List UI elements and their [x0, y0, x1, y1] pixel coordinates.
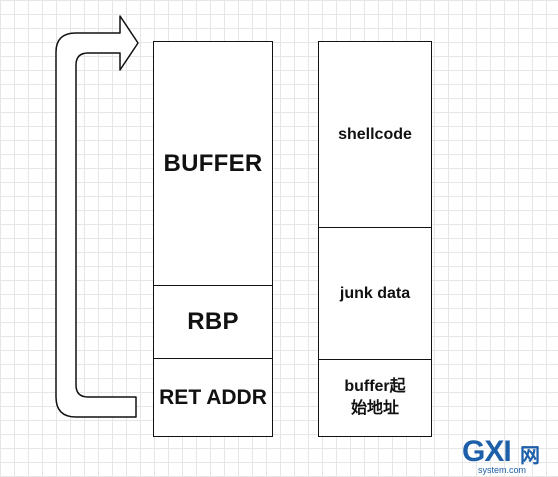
watermark-logo: GXI: [462, 435, 512, 468]
buffer-label: BUFFER: [163, 149, 263, 177]
buffer-address-cell: buffer起 始地址: [319, 359, 431, 436]
stack-frame-left: BUFFER RBP RET ADDR: [153, 41, 273, 437]
shellcode-label: shellcode: [338, 125, 412, 143]
site-watermark: GXI 网 system.com: [462, 435, 556, 476]
buffer-address-label-line1: buffer起: [344, 378, 406, 395]
shellcode-cell: shellcode: [319, 42, 431, 227]
rbp-label: RBP: [187, 308, 239, 335]
junk-data-label: junk data: [339, 284, 411, 302]
buffer-cell: BUFFER: [154, 42, 272, 285]
ret-addr-label: RET ADDR: [159, 385, 267, 409]
ret-addr-cell: RET ADDR: [154, 358, 272, 436]
watermark-domain: system.com: [478, 465, 527, 475]
junk-data-cell: junk data: [319, 227, 431, 359]
rbp-cell: RBP: [154, 285, 272, 358]
buffer-address-label-line2: 始地址: [350, 400, 399, 417]
watermark-cn: 网: [520, 443, 540, 467]
stack-frame-right: shellcode junk data buffer起 始地址: [318, 41, 432, 437]
